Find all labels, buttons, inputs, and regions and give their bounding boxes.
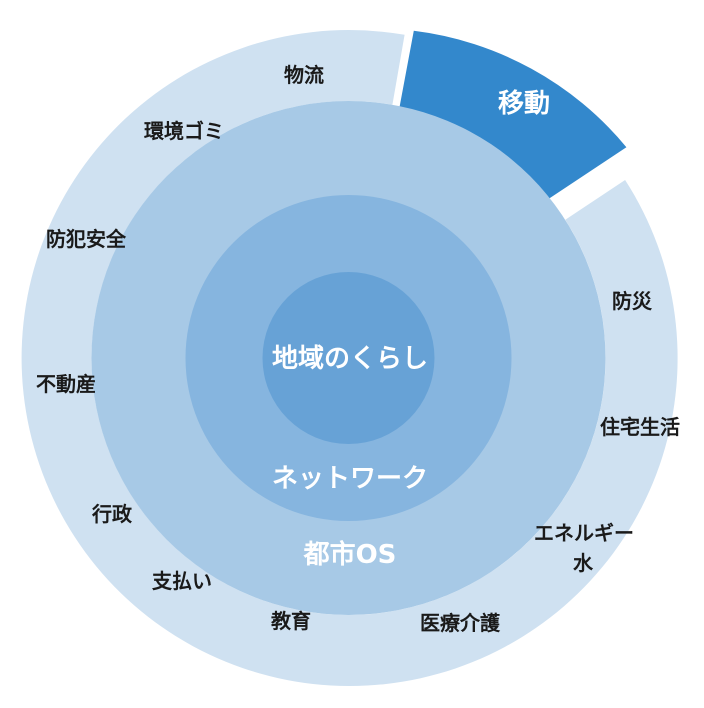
domain-real-estate: 不動産 [36,372,96,396]
outer-service-ring [348,29,405,105]
domain-environment-waste: 環境ゴミ [144,119,224,143]
domain-energy: エネルギー [534,521,634,545]
mobility-label[interactable]: 移動 [498,89,550,119]
domain-crime-safety: 防犯安全 [46,227,127,251]
os-label: 都市OS [303,539,397,570]
highlight-segment-mobility[interactable] [398,30,627,199]
domain-administration: 行政 [91,502,133,526]
domain-payment: 支払い [152,569,212,593]
domain-logistics: 物流 [284,63,324,87]
domain-housing: 住宅生活 [600,415,680,439]
core-circle [262,272,435,444]
domain-education: 教育 [271,609,311,633]
network-label: ネットワーク [272,464,428,494]
domain-water: 水 [573,551,594,575]
domain-disaster-prevention: 防災 [612,289,653,313]
core-label: 地域のくらし [272,344,428,374]
domain-medical-care: 医療介護 [420,611,501,635]
